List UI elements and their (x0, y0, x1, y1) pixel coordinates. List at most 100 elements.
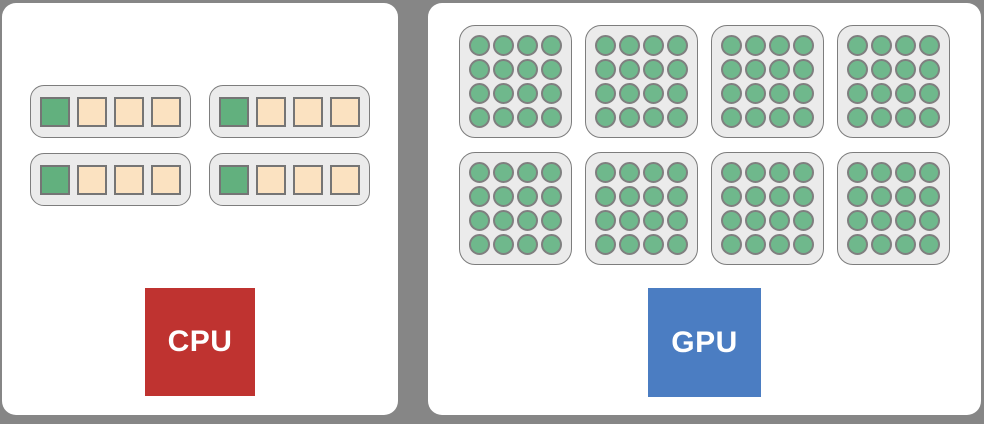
gpu-core-dot (769, 234, 790, 255)
gpu-core-dot (769, 83, 790, 104)
gpu-core-dot (619, 162, 640, 183)
gpu-core-dot (745, 162, 766, 183)
gpu-core-dot (793, 234, 814, 255)
cpu-core (30, 85, 191, 138)
gpu-core-dot (469, 162, 490, 183)
gpu-core-dot (769, 59, 790, 80)
gpu-core-dot (919, 210, 940, 231)
gpu-core-dot (595, 83, 616, 104)
cpu-alu-cell (114, 96, 144, 127)
gpu-core-dot (769, 35, 790, 56)
gpu-core-dot (469, 210, 490, 231)
gpu-core-dot (871, 162, 892, 183)
gpu-core-dot (595, 210, 616, 231)
gpu-core-dot (541, 162, 562, 183)
gpu-core-dot (793, 107, 814, 128)
cpu-alu-cell (330, 164, 360, 195)
gpu-core-dot (769, 210, 790, 231)
gpu-core-dot (721, 107, 742, 128)
cpu-core (30, 153, 191, 206)
cpu-core-area (30, 85, 370, 206)
gpu-core-dot (667, 186, 688, 207)
gpu-core-dot (871, 107, 892, 128)
gpu-core-dot (745, 234, 766, 255)
gpu-core-dot (667, 162, 688, 183)
gpu-core-dot (541, 107, 562, 128)
gpu-core-grid (837, 25, 950, 138)
gpu-core-dot (793, 210, 814, 231)
gpu-core-dot (721, 210, 742, 231)
gpu-core-dot (745, 35, 766, 56)
gpu-core-dot (517, 162, 538, 183)
gpu-core-dot (541, 186, 562, 207)
gpu-core-dot (469, 234, 490, 255)
cpu-alu-cell (114, 164, 144, 195)
gpu-core-dot (847, 59, 868, 80)
gpu-core-dot (667, 83, 688, 104)
gpu-core-dot (667, 210, 688, 231)
gpu-core-dot (667, 234, 688, 255)
gpu-core-dot (619, 35, 640, 56)
cpu-control-cell (40, 96, 70, 127)
cpu-alu-cell (256, 96, 286, 127)
gpu-core-dot (895, 210, 916, 231)
gpu-core-dot (643, 186, 664, 207)
cpu-panel: CPU (2, 3, 398, 415)
gpu-core-dot (919, 59, 940, 80)
gpu-core-dot (847, 35, 868, 56)
cpu-alu-cell (293, 96, 323, 127)
gpu-core-dot (493, 107, 514, 128)
gpu-core-dot (793, 35, 814, 56)
gpu-core-dot (643, 210, 664, 231)
cpu-alu-cell (330, 96, 360, 127)
gpu-core-dot (847, 234, 868, 255)
gpu-core-grid (585, 152, 698, 265)
cpu-control-cell (219, 96, 249, 127)
gpu-core-dot (595, 59, 616, 80)
gpu-core-dot (871, 210, 892, 231)
gpu-core-dot (595, 35, 616, 56)
gpu-core-dot (667, 59, 688, 80)
gpu-core-dot (643, 83, 664, 104)
gpu-core-dot (595, 162, 616, 183)
gpu-core-dot (721, 59, 742, 80)
gpu-core-dot (619, 234, 640, 255)
gpu-core-dot (919, 234, 940, 255)
gpu-core-grid (459, 152, 572, 265)
gpu-core-dot (493, 186, 514, 207)
gpu-core-dot (541, 234, 562, 255)
gpu-core-grid (459, 25, 572, 138)
cpu-alu-cell (151, 96, 181, 127)
gpu-core-dot (493, 234, 514, 255)
gpu-core-dot (847, 83, 868, 104)
gpu-core-dot (493, 210, 514, 231)
gpu-core-dot (871, 83, 892, 104)
gpu-core-dot (895, 234, 916, 255)
gpu-core-dot (493, 162, 514, 183)
gpu-core-dot (847, 107, 868, 128)
gpu-core-dot (643, 59, 664, 80)
gpu-core-grid (711, 25, 824, 138)
gpu-core-dot (541, 59, 562, 80)
gpu-core-dot (745, 59, 766, 80)
gpu-core-dot (721, 186, 742, 207)
gpu-core-dot (469, 107, 490, 128)
gpu-core-dot (769, 162, 790, 183)
gpu-core-dot (541, 210, 562, 231)
gpu-core-grid (837, 152, 950, 265)
gpu-core-grid (711, 152, 824, 265)
gpu-core-dot (493, 59, 514, 80)
gpu-core-dot (871, 59, 892, 80)
gpu-core-dot (619, 59, 640, 80)
cpu-control-cell (219, 164, 249, 195)
gpu-core-dot (517, 107, 538, 128)
gpu-core-dot (745, 107, 766, 128)
gpu-core-dot (667, 107, 688, 128)
gpu-core-dot (517, 234, 538, 255)
gpu-core-dot (721, 83, 742, 104)
gpu-core-dot (871, 186, 892, 207)
gpu-core-dot (619, 210, 640, 231)
gpu-core-dot (793, 59, 814, 80)
gpu-core-dot (541, 35, 562, 56)
